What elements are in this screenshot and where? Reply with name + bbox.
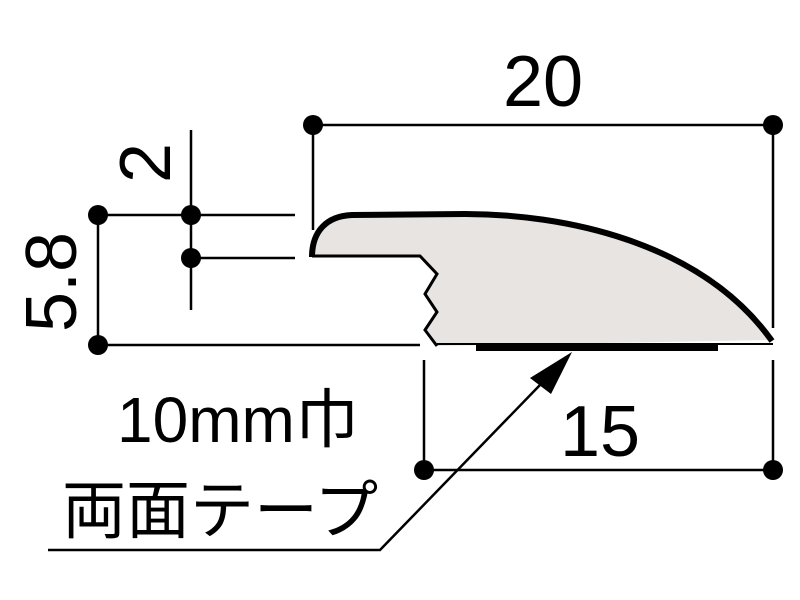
profile-zigzag-outline <box>312 254 439 347</box>
tape-callout-leader <box>48 352 572 552</box>
tape-callout-text: 10mm巾 両面テープ <box>62 384 378 549</box>
profile-fill <box>312 214 772 346</box>
base-width-label: 15 <box>560 392 640 472</box>
overall-width-label: 20 <box>503 42 583 122</box>
double-sided-tape <box>476 345 718 351</box>
tape-type-label: 両面テープ <box>62 475 378 549</box>
tape-width-label: 10mm巾 <box>117 384 359 456</box>
dimension-overall-width: 20 <box>303 42 783 328</box>
dimension-overall-height: 5.8 <box>12 205 420 355</box>
dimension-lip-thickness: 2 <box>106 130 295 310</box>
overall-height-label: 5.8 <box>12 232 92 332</box>
profile-section <box>309 210 775 351</box>
profile-top-outline <box>309 210 775 343</box>
lip-thickness-label: 2 <box>106 143 186 183</box>
dimension-base-width: 15 <box>414 360 783 480</box>
leader-arrowhead-icon <box>530 352 572 394</box>
